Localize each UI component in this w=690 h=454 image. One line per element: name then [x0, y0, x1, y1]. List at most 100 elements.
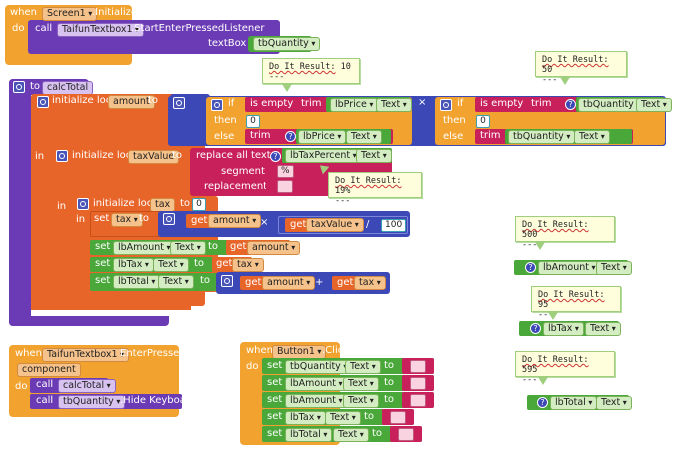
tax-var-dropdown[interactable]: tax [354, 276, 386, 290]
tip-value: 10 [340, 62, 351, 72]
tooltip-tail [560, 77, 570, 85]
help-question-icon[interactable]: ? [525, 262, 536, 273]
tip-dashes: --- [522, 240, 538, 250]
add-gear-icon[interactable] [221, 275, 233, 287]
call-keyword: call [36, 379, 54, 390]
init-taxvalue-gear-icon[interactable] [56, 150, 68, 162]
tooltip-tail [535, 242, 545, 250]
tbquantity-dropdown[interactable]: tbQuantity [285, 360, 353, 374]
tooltip-tail [538, 377, 548, 385]
set-keyword: set [267, 411, 283, 422]
zero-number[interactable]: 0 [192, 198, 206, 211]
get-keyword: get [290, 219, 307, 230]
when-keyword: when [246, 345, 274, 356]
multiply-gear-icon[interactable] [173, 97, 185, 109]
initialize-event: .Initialize [92, 7, 138, 18]
empty-string[interactable] [398, 428, 414, 441]
amount-var-dropdown[interactable]: amount [262, 276, 316, 290]
tax-var-dropdown[interactable]: tax [111, 213, 143, 227]
set-keyword: set [95, 258, 111, 269]
lbamount-dropdown[interactable]: lbAmount [285, 394, 348, 408]
hundred-number[interactable]: 100 [381, 219, 407, 232]
lbtotal-dropdown[interactable]: lbTotal [285, 428, 333, 442]
amount-var-dropdown[interactable]: amount [247, 241, 301, 255]
then-keyword: then [443, 115, 466, 126]
tax-var-name[interactable]: tax [150, 198, 176, 212]
init-amount-gear-icon[interactable] [37, 96, 49, 108]
text-prop-dropdown[interactable]: Text [356, 149, 392, 163]
taxvalue-var-name[interactable]: taxValue [128, 150, 180, 164]
empty-string[interactable] [410, 360, 426, 373]
replacement-string[interactable] [277, 180, 293, 193]
empty-string[interactable] [410, 377, 426, 390]
help-question-icon[interactable]: ? [270, 151, 281, 162]
lbtotal-dropdown[interactable]: lbTotal [113, 275, 161, 289]
text-prop-dropdown[interactable]: Text [343, 377, 379, 391]
button1-dropdown[interactable]: Button1 [272, 345, 327, 359]
text-prop-dropdown[interactable]: Text [170, 241, 206, 255]
get-keyword: get [337, 277, 354, 288]
text-prop-dropdown[interactable]: Text [636, 98, 672, 112]
tbquantity-dropdown[interactable]: tbQuantity [253, 37, 321, 51]
if1-gear-icon[interactable] [211, 99, 223, 111]
text-prop-dropdown[interactable]: Text [376, 98, 412, 112]
procedure-gear-icon[interactable] [13, 81, 25, 93]
if2-gear-icon[interactable] [440, 99, 452, 111]
segment-string[interactable]: % [277, 165, 294, 178]
help-question-icon[interactable]: ? [285, 131, 296, 142]
procedure-calctotal-block[interactable] [9, 79, 31, 326]
lbtax-dropdown[interactable]: lbTax [543, 322, 584, 336]
empty-string[interactable] [390, 411, 406, 424]
text-prop-dropdown[interactable]: Text [153, 258, 189, 272]
screen1-dropdown[interactable]: Screen1 [42, 7, 98, 21]
lbamount-dropdown[interactable]: lbAmount [285, 377, 348, 391]
lbamount-dropdown[interactable]: lbAmount [538, 261, 601, 275]
to-keyword: to [172, 150, 183, 161]
taifuntextbox1-dropdown[interactable]: TaifunTextbox1 [42, 348, 130, 362]
tbquantity-dropdown[interactable]: tbQuantity [508, 130, 576, 144]
tax-var-dropdown[interactable]: tax [232, 258, 264, 272]
zero-number[interactable]: 0 [476, 115, 490, 128]
multiply-gear-icon[interactable] [163, 213, 175, 225]
tip-label: Do It Result: [269, 62, 336, 72]
init-tax-gear-icon[interactable] [77, 198, 89, 210]
calctotal-dropdown[interactable]: calcTotal [58, 379, 116, 393]
start-enter-listener-method: .StartEnterPressedListener [131, 23, 265, 34]
init-amount-footer [31, 304, 191, 310]
taxvalue-var-dropdown[interactable]: taxValue [306, 218, 364, 232]
procedure-name[interactable]: calcTotal [42, 81, 94, 95]
tbquantity-dropdown[interactable]: tbQuantity [58, 395, 126, 409]
lbtax-dropdown[interactable]: lbTax [285, 411, 326, 425]
taifuntextbox1-dropdown[interactable]: TaifunTextbox1 [57, 23, 145, 37]
text-prop-dropdown[interactable]: Text [596, 396, 632, 410]
text-prop-dropdown[interactable]: Text [596, 261, 632, 275]
zero-number[interactable]: 0 [246, 115, 260, 128]
lbamount-dropdown[interactable]: lbAmount [113, 241, 176, 255]
tip-dashes: --- [335, 196, 351, 206]
empty-string[interactable] [410, 394, 426, 407]
hide-keyboard-method: .Hide Keyboard [120, 395, 197, 406]
text-prop-dropdown[interactable]: Text [325, 411, 361, 425]
init-tax-footer [72, 292, 182, 298]
do-keyword: do [246, 361, 259, 372]
component-param[interactable]: component [17, 363, 81, 377]
text-prop-dropdown[interactable]: Text [333, 428, 369, 442]
amount-var-name[interactable]: amount [108, 95, 155, 109]
text-prop-dropdown[interactable]: Text [158, 275, 194, 289]
text-prop-dropdown[interactable]: Text [345, 360, 381, 374]
amount-var-dropdown[interactable]: amount [208, 214, 262, 228]
help-question-icon[interactable]: ? [537, 397, 548, 408]
help-question-icon[interactable]: ? [530, 323, 541, 334]
lbtax-dropdown[interactable]: lbTax [113, 258, 154, 272]
text-prop-dropdown[interactable]: Text [574, 130, 610, 144]
lbtotal-dropdown[interactable]: lbTotal [550, 396, 598, 410]
lbtaxpercent-dropdown[interactable]: lbTaxPercent [285, 149, 362, 163]
text-prop-dropdown[interactable]: Text [585, 322, 621, 336]
do-keyword: do [15, 381, 28, 392]
lbprice-dropdown[interactable]: lbPrice [330, 98, 379, 112]
text-prop-dropdown[interactable]: Text [346, 130, 382, 144]
call-keyword: call [35, 23, 53, 34]
help-question-icon[interactable]: ? [565, 99, 576, 110]
text-prop-dropdown[interactable]: Text [343, 394, 379, 408]
lbprice-dropdown[interactable]: lbPrice [298, 130, 347, 144]
